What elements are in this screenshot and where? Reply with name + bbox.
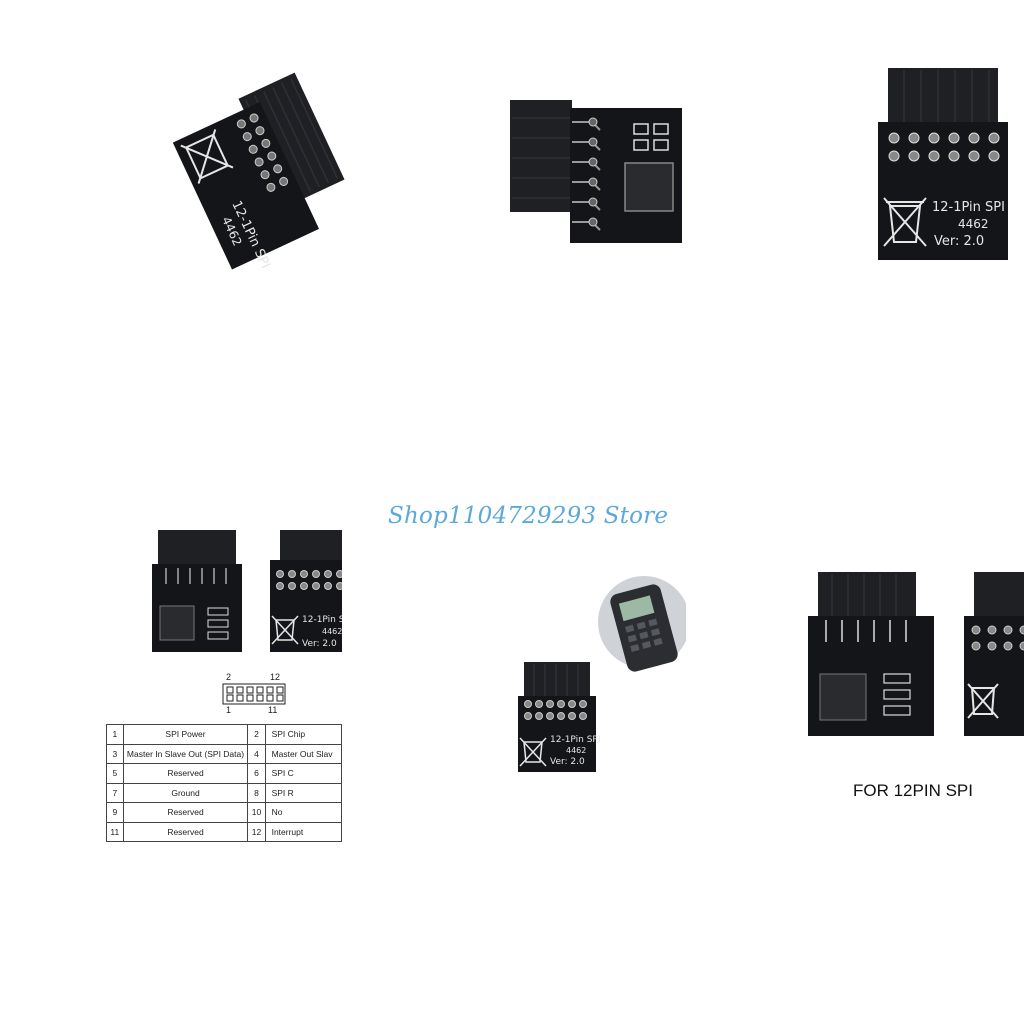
svg-text:Ver: 2.0: Ver: 2.0	[302, 639, 337, 649]
pcb-board	[518, 696, 596, 772]
pin-number: 2	[247, 724, 266, 745]
product-photo-side	[500, 98, 682, 243]
pin-number: 8	[247, 782, 266, 803]
table-row: 5 Reserved 6 SPI C	[106, 763, 342, 784]
pin-signal: Ground	[122, 782, 249, 803]
header-label-2: 2	[226, 672, 232, 682]
pinout-table: 1 SPI Power 2 SPI Chip 3 Master In Slave…	[106, 724, 342, 843]
header-label-12: 12	[270, 672, 281, 682]
product-photo-radio: 12-1Pin SPI 4462 Ver: 2.0	[514, 570, 686, 776]
product-photo-front: 12-1Pin SPI 4462 Ver: 2.0	[876, 66, 1012, 262]
pin-number: 10	[247, 802, 266, 823]
product-caption: FOR 12PIN SPI	[853, 781, 973, 800]
pin-number: 11	[106, 821, 124, 842]
pin-number: 6	[247, 763, 266, 784]
pin-signal: SPI C	[264, 763, 342, 784]
product-photo-pair-large	[806, 570, 1024, 740]
pin-number: 12	[247, 821, 266, 842]
table-row: 7 Ground 8 SPI R	[106, 782, 342, 803]
pcb-board	[878, 122, 1008, 260]
pin-signal: Interrupt	[264, 821, 342, 842]
svg-text:12-1Pin SPI: 12-1Pin SPI	[302, 615, 342, 625]
pin-signal: Reserved	[122, 802, 249, 823]
store-watermark: Shop1104729293 Store	[388, 503, 669, 529]
header-label-11: 11	[268, 705, 278, 715]
connector-shroud	[888, 68, 998, 130]
pin-signal: SPI R	[264, 782, 342, 803]
pin-signal: Master Out Slav	[264, 743, 342, 764]
connector-shroud	[238, 72, 345, 206]
pin-number: 3	[106, 743, 124, 764]
svg-text:4462: 4462	[958, 217, 989, 231]
pin-number: 1	[106, 724, 124, 745]
table-row: 1 SPI Power 2 SPI Chip	[106, 724, 342, 745]
pin-number: 9	[106, 802, 124, 823]
pcb-board	[172, 102, 320, 270]
pin-number: 4	[247, 743, 266, 764]
connector-shroud	[510, 100, 572, 212]
table-row: 9 Reserved 10 No	[106, 802, 342, 823]
svg-text:4462: 4462	[566, 746, 586, 755]
pcb-board-front	[964, 616, 1024, 736]
pin-signal: Master In Slave Out (SPI Data)	[122, 743, 249, 764]
svg-text:12-1Pin SPI: 12-1Pin SPI	[550, 735, 601, 745]
pin-signal: No	[264, 802, 342, 823]
pin-signal: SPI Power	[122, 724, 249, 745]
pin-signal: Reserved	[122, 821, 249, 842]
pin-signal: Reserved	[122, 763, 249, 784]
table-row: 11 Reserved 12 Interrupt	[106, 821, 342, 842]
product-photo-rotated: 12-1Pin SPI 4462	[160, 60, 350, 270]
svg-text:4462: 4462	[322, 627, 342, 636]
recycle-bin-icon	[883, 197, 927, 247]
pin-signal: SPI Chip	[264, 724, 342, 745]
header-diagram: 2 12 1 11	[220, 672, 290, 716]
header-label-1: 1	[226, 705, 232, 715]
pin-number: 5	[106, 763, 124, 784]
svg-text:Ver: 2.0: Ver: 2.0	[934, 234, 984, 249]
svg-text:Ver: 2.0: Ver: 2.0	[550, 757, 585, 767]
spi-chip	[624, 162, 674, 212]
table-row: 3 Master In Slave Out (SPI Data) 4 Maste…	[106, 743, 342, 764]
svg-text:12-1Pin SPI: 12-1Pin SPI	[932, 200, 1005, 215]
pin-number: 7	[106, 782, 124, 803]
product-photo-pair: 12-1Pin SPI 4462 Ver: 2.0	[150, 528, 342, 656]
